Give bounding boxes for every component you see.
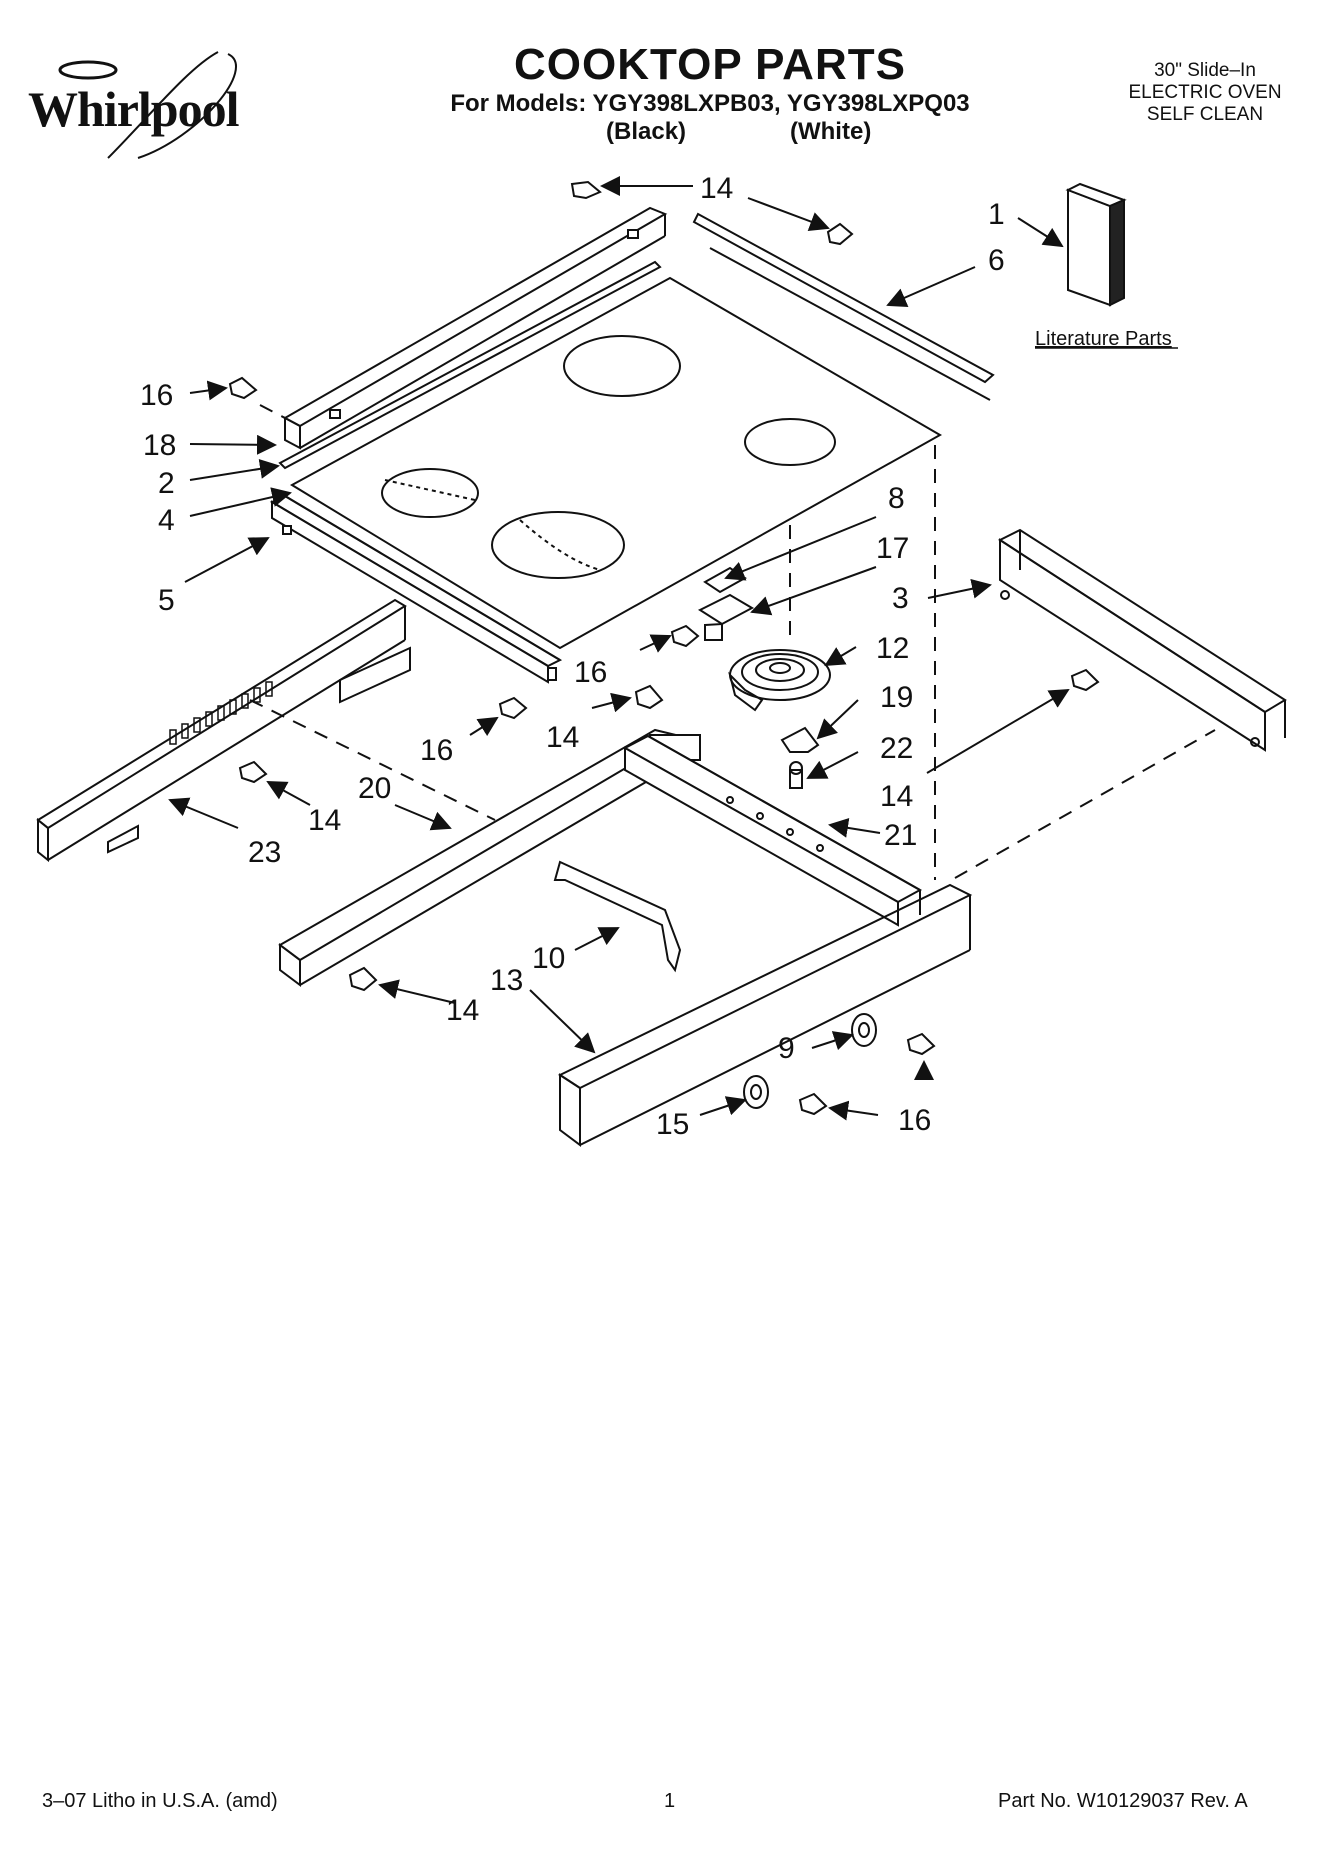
callout-21: 21 [884,819,917,852]
whirlpool-logo: Whirlpool [28,48,268,168]
callout-1: 1 [988,198,1005,231]
callout-4: 4 [158,504,175,537]
screw-icon [238,760,268,784]
screw-icon [906,1032,936,1056]
alignment-lines [249,404,1216,880]
callout-22: 22 [880,732,913,765]
screw-icon [570,180,602,200]
screw-icon [670,624,700,648]
footer-page-number: 1 [664,1790,676,1812]
callout-16: 16 [140,379,173,412]
gasket-strip [278,260,662,470]
rear-channel-bracket [282,206,668,450]
literature-booklet [1065,182,1127,307]
page-title: COOKTOP PARTS [514,40,906,89]
product-spec: 30" Slide–In ELECTRIC OVEN SELF CLEAN [1090,60,1320,126]
logo-swirl-icon [58,51,237,159]
right-side-bracket [997,528,1287,752]
callout-14: 14 [446,994,479,1027]
screw-icon [228,376,258,400]
spec-line-2: ELECTRIC OVEN [1128,82,1282,103]
callout-12: 12 [876,632,909,665]
radiant-element [728,649,831,712]
screw-22 [789,761,803,789]
callout-9: 9 [778,1032,795,1065]
callout-19: 19 [880,681,913,714]
footer-litho: 3–07 Litho in U.S.A. (amd) [42,1790,278,1812]
left-side-panel [36,598,411,863]
clip [780,726,820,753]
callout-8: 8 [888,482,905,515]
spec-line-1: 30" Slide–In [1154,60,1256,81]
callout-2: 2 [158,467,175,500]
brand-name: Whirlpool [28,81,239,137]
screw-icon [798,1092,828,1116]
screw-icon [634,684,664,710]
callout-16: 16 [898,1104,931,1137]
literature-parts-label: Literature Parts [1035,328,1172,350]
variant-white: (White) [790,118,872,145]
screw-icon [1070,668,1100,692]
callout-5: 5 [158,584,175,617]
screw-icon [826,222,854,246]
terminal-block [697,566,755,641]
front-support-bar [557,883,973,1147]
screw-icon [348,966,378,992]
callout-16: 16 [420,734,453,767]
callout-13: 13 [490,964,523,997]
callout-18: 18 [143,429,176,462]
knob-bracket-15 [743,1075,769,1109]
spec-line-3: SELF CLEAN [1146,104,1264,125]
callout-20: 20 [358,772,391,805]
knob-bracket-9 [851,1013,877,1047]
glass-cooktop [290,276,943,650]
control-frame [622,734,923,927]
leader-arrows [168,176,1070,1121]
screw-icon [498,696,528,720]
callout-3: 3 [892,582,909,615]
handle [553,860,682,973]
models-line: For Models: YGY398LXPB03, YGY398LXPQ03 [450,90,970,117]
callout-10: 10 [532,942,565,975]
callout-14: 14 [546,721,579,754]
callout-23: 23 [248,836,281,869]
callout-14: 14 [308,804,341,837]
variant-black: (Black) [606,118,687,145]
callout-15: 15 [656,1108,689,1141]
callout-16: 16 [574,656,607,689]
callout-14: 14 [880,780,913,813]
screws [228,180,1100,1116]
callout-6: 6 [988,244,1005,277]
rear-trim-strip [692,212,995,401]
callout-14: 14 [700,172,733,205]
callout-17: 17 [876,532,909,565]
footer-part-number: Part No. W10129037 Rev. A [998,1790,1248,1812]
